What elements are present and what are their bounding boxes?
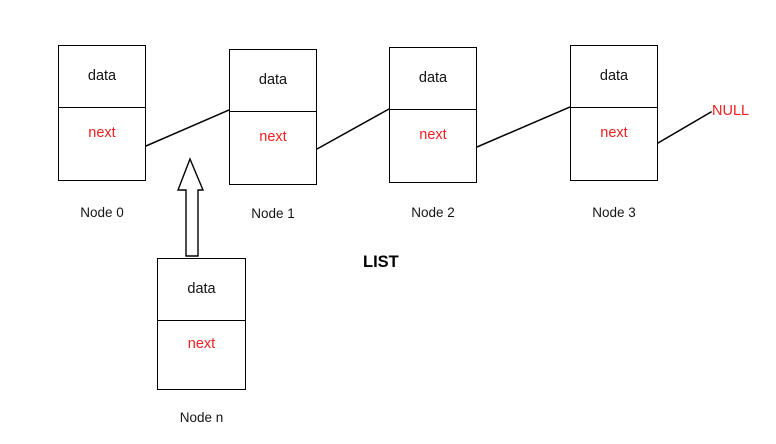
insertion-arrow-icon: [176, 157, 205, 257]
list-node-3[interactable]: data next: [570, 45, 658, 181]
node-0-next-cell: next: [88, 124, 116, 141]
node-3-label: Node 3: [592, 205, 636, 220]
list-caption: LIST: [363, 253, 399, 271]
node-3-next-cell: next: [600, 124, 628, 141]
node-2-next-cell: next: [419, 126, 447, 143]
node-1-data-cell: data: [230, 50, 316, 112]
node-1-next-cell: next: [259, 128, 287, 145]
connector-node2-to-node3: [476, 106, 571, 148]
node-n-next-cell: next: [187, 335, 216, 352]
node-0-label: Node 0: [80, 205, 124, 220]
node-2-data-cell: data: [390, 48, 476, 110]
list-node-2[interactable]: data next: [389, 47, 477, 183]
list-node-n[interactable]: data next: [157, 258, 246, 390]
node-1-label: Node 1: [251, 206, 295, 221]
connector-node0-to-node1: [145, 109, 230, 147]
node-2-label: Node 2: [411, 205, 455, 220]
list-node-1[interactable]: data next: [229, 49, 317, 185]
connector-node3-to-null: [656, 110, 713, 145]
node-0-data-cell: data: [59, 46, 145, 108]
list-node-0[interactable]: data next: [58, 45, 146, 181]
node-n-label: Node n: [179, 410, 224, 425]
node-3-data-cell: data: [571, 46, 657, 108]
node-n-data-cell: data: [158, 259, 245, 321]
null-terminator-label: NULL: [712, 103, 750, 119]
connector-node1-to-node2: [315, 107, 391, 151]
